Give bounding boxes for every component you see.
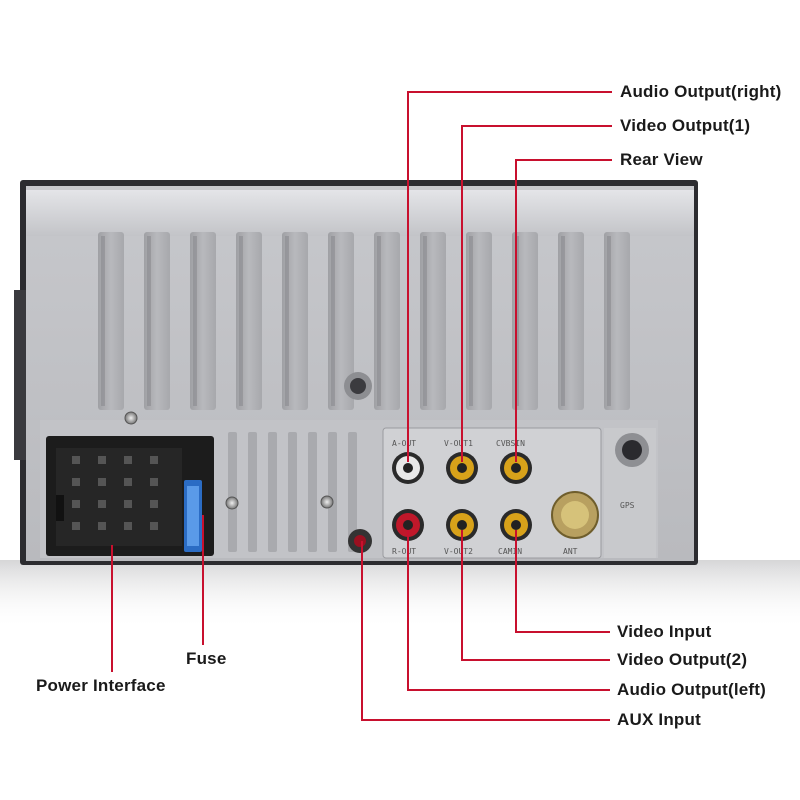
- connector-pin: [124, 500, 132, 508]
- label-aux-input: AUX Input: [617, 710, 701, 729]
- connector-pin: [150, 500, 158, 508]
- leader-audio-output-left: [407, 530, 610, 691]
- fin: [282, 232, 308, 410]
- connector-pin: [150, 456, 158, 464]
- rca-v-out1: [446, 452, 478, 484]
- connector-pin: [98, 478, 106, 486]
- marking-cvbsin: CVBSIN: [496, 439, 525, 448]
- leader-aux-input: [361, 541, 610, 721]
- label-video-output-1: Video Output(1): [620, 116, 751, 135]
- vent-slot: [328, 432, 337, 552]
- label-video-output-2: Video Output(2): [617, 650, 748, 669]
- label-audio-output-right: Audio Output(right): [620, 82, 782, 101]
- power-connector: [46, 436, 214, 556]
- fin: [420, 232, 446, 410]
- marking-v-out1: V-OUT1: [444, 439, 473, 448]
- leader-audio-output-right: [407, 91, 612, 462]
- marking-a-out: A-OUT: [392, 439, 416, 448]
- leader-rear-view: [515, 159, 612, 462]
- label-power-interface: Power Interface: [36, 676, 166, 695]
- fin: [466, 232, 492, 410]
- vent-slot: [248, 432, 257, 552]
- fin: [236, 232, 262, 410]
- fuse: [184, 480, 202, 552]
- vent-slots: [228, 432, 357, 552]
- floor-shadow: [0, 560, 800, 630]
- vent-slot: [348, 432, 357, 552]
- rca-cvbsin: [500, 452, 532, 484]
- leader-video-output-1: [461, 125, 612, 462]
- vent-slot: [288, 432, 297, 552]
- connector-pin: [98, 500, 106, 508]
- marking-v-out2: V-OUT2: [444, 547, 473, 556]
- fin: [604, 232, 630, 410]
- connector-pin: [72, 522, 80, 530]
- vent-slot: [308, 432, 317, 552]
- connector-pin: [72, 500, 80, 508]
- rca-plate: [382, 427, 656, 559]
- cooling-fins: [98, 232, 630, 410]
- marking-ant: ANT: [563, 547, 578, 556]
- marking-gps: GPS: [620, 501, 635, 510]
- leader-video-output-2: [461, 530, 610, 661]
- connector-pin: [150, 522, 158, 530]
- connector-pin: [72, 478, 80, 486]
- rca-r-out: [392, 509, 424, 541]
- connector-pin: [98, 456, 106, 464]
- antenna-socket: [551, 491, 599, 539]
- label-audio-output-left: Audio Output(left): [617, 680, 766, 699]
- leader-lines: [111, 91, 612, 721]
- fin: [558, 232, 584, 410]
- connector-pin: [124, 478, 132, 486]
- rca-v-out2: [446, 509, 478, 541]
- rca-camin: [500, 509, 532, 541]
- marking-r-out: R-OUT: [392, 547, 416, 556]
- connector-pin: [72, 456, 80, 464]
- fin: [144, 232, 170, 410]
- center-screw: [344, 372, 372, 400]
- rca-a-out: [392, 452, 424, 484]
- connector-pin: [124, 456, 132, 464]
- label-video-input: Video Input: [617, 622, 712, 641]
- leader-video-input: [515, 530, 610, 633]
- connector-pin: [124, 522, 132, 530]
- connector-pin: [150, 478, 158, 486]
- fin: [190, 232, 216, 410]
- label-rear-view: Rear View: [620, 150, 703, 169]
- aux-jack: [348, 529, 372, 553]
- vent-slot: [268, 432, 277, 552]
- fin: [374, 232, 400, 410]
- fin: [98, 232, 124, 410]
- label-fuse: Fuse: [186, 649, 227, 668]
- gps-socket: [615, 433, 649, 467]
- vent-slot: [228, 432, 237, 552]
- fin: [328, 232, 354, 410]
- connector-pin: [98, 522, 106, 530]
- marking-camin: CAMIN: [498, 547, 522, 556]
